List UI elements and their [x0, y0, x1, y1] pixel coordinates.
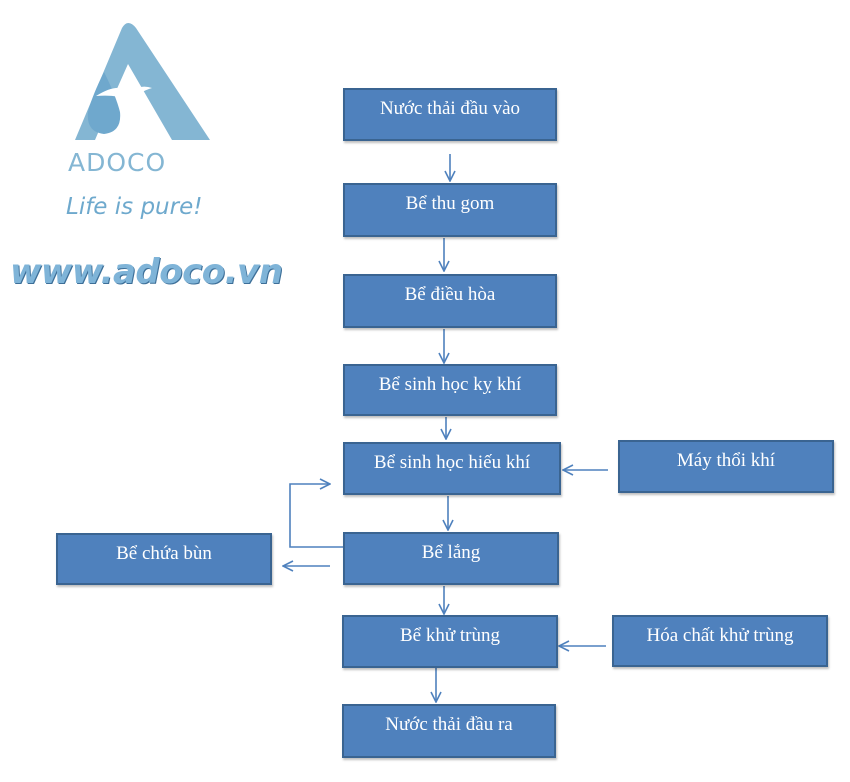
node-blower-label: Máy thổi khí: [676, 450, 776, 471]
node-aerobic-tank: Bể sinh học hiếu khí: [343, 442, 561, 495]
node-input: Nước thải đầu vào: [343, 88, 557, 141]
node-equalization-tank: Bể điều hòa: [343, 274, 557, 328]
company-logo: ADOCO Life is pure! www.adoco.vn: [0, 0, 300, 300]
node-output-label: Nước thải đầu ra: [385, 714, 513, 735]
node-aerobic-tank-label: Bể sinh học hiếu khí: [373, 452, 531, 473]
brand-tagline: Life is pure!: [66, 194, 203, 220]
node-input-label: Nước thải đầu vào: [379, 98, 521, 119]
node-disinfection-chemical-label: Hóa chất khử trùng: [646, 625, 794, 646]
arrow-sludge-recirculation: [289, 484, 343, 548]
website-link[interactable]: www.adoco.vn: [10, 252, 283, 292]
node-blower: Máy thổi khí: [618, 440, 834, 493]
node-collection-tank-label: Bể thu gom: [405, 193, 495, 214]
node-disinfection-chemical: Hóa chất khử trùng: [612, 615, 828, 667]
brand-name: ADOCO: [68, 148, 167, 177]
logo-mark-icon: [75, 23, 210, 140]
node-settling-tank-label: Bể lắng: [421, 542, 481, 563]
node-disinfection-tank: Bể khử trùng: [342, 615, 558, 668]
node-sludge-tank: Bể chứa bùn: [56, 533, 272, 585]
node-sludge-tank-label: Bể chứa bùn: [116, 543, 212, 564]
node-anaerobic-tank-label: Bể sinh học kỵ khí: [378, 374, 522, 395]
node-anaerobic-tank: Bể sinh học kỵ khí: [343, 364, 557, 416]
node-equalization-tank-label: Bể điều hòa: [404, 284, 496, 305]
node-settling-tank: Bể lắng: [343, 532, 559, 585]
node-output: Nước thải đầu ra: [342, 704, 556, 758]
node-collection-tank: Bể thu gom: [343, 183, 557, 237]
node-disinfection-tank-label: Bể khử trùng: [399, 625, 500, 646]
